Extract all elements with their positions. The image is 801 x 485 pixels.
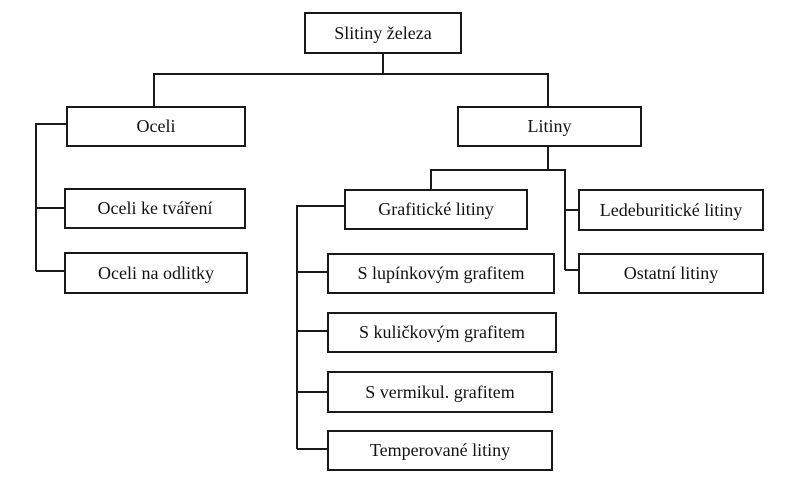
- node-steels-wrought: Oceli ke tváření: [64, 188, 246, 229]
- node-ledeburitic-cast-irons: Ledeburitické litiny: [578, 189, 764, 231]
- node-root: Slitiny železa: [304, 12, 462, 54]
- node-malleable-cast-irons: Temperované litiny: [327, 430, 553, 471]
- node-other-cast-irons: Ostatní litiny: [578, 253, 764, 294]
- node-steels-castings: Oceli na odlitky: [64, 252, 248, 294]
- node-steels: Oceli: [66, 106, 246, 147]
- node-spheroidal-graphite: S kuličkovým grafitem: [327, 312, 557, 353]
- node-vermicular-graphite: S vermikul. grafitem: [327, 371, 553, 413]
- node-flake-graphite: S lupínkovým grafitem: [327, 253, 555, 294]
- node-cast-irons: Litiny: [457, 106, 642, 147]
- node-graphitic-cast-irons: Grafitické litiny: [344, 189, 528, 230]
